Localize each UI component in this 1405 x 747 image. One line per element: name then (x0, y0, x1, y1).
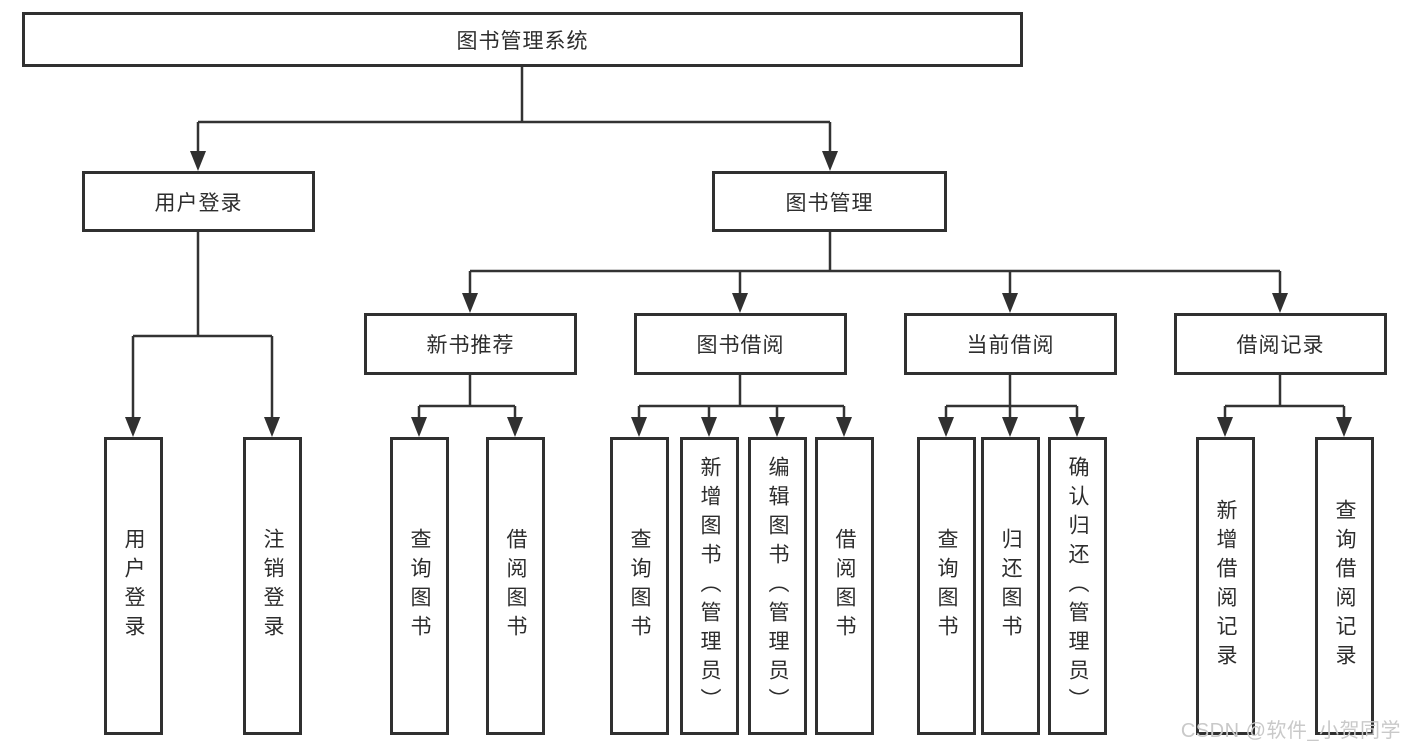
leaf-label: 确认归还（管理员） (1066, 455, 1089, 717)
leaf-borrow-query: 查询图书 (610, 437, 669, 735)
leaf-label: 借阅图书 (833, 528, 856, 644)
csdn-watermark: CSDN @软件_小贺同学 (1180, 720, 1401, 742)
arrowhead (701, 417, 717, 437)
leaf-label: 借阅图书 (504, 528, 527, 644)
leaf-label: 用户登录 (122, 528, 145, 644)
node-borrow-record: 借阅记录 (1174, 313, 1387, 375)
arrowhead (1002, 293, 1018, 313)
leaf-label: 查询图书 (408, 528, 431, 644)
connector-bookmgmt-to-level3 (468, 232, 1282, 297)
arrowhead (1336, 417, 1352, 437)
node-root: 图书管理系统 (22, 12, 1023, 67)
leaf-query-record: 查询借阅记录 (1315, 437, 1374, 735)
leaf-label: 查询图书 (935, 528, 958, 644)
arrowhead (462, 293, 478, 313)
connector-bookborrow-to-leaves (637, 375, 846, 421)
arrowhead (938, 417, 954, 437)
arrowhead (631, 417, 647, 437)
arrowhead (264, 417, 280, 437)
arrowhead (190, 151, 206, 171)
arrowhead (1002, 417, 1018, 437)
leaf-label: 编辑图书（管理员） (766, 455, 789, 717)
arrowhead (1069, 417, 1085, 437)
arrowhead (507, 417, 523, 437)
node-book-management: 图书管理 (712, 171, 947, 232)
arrowhead (125, 417, 141, 437)
leaf-borrow-edit-admin: 编辑图书（管理员） (748, 437, 807, 735)
leaf-confirm-return-admin: 确认归还（管理员） (1048, 437, 1107, 735)
connector-root-to-level2 (196, 67, 832, 155)
leaf-newbooks-borrow: 借阅图书 (486, 437, 545, 735)
connector-newbooks-to-leaves (417, 375, 517, 421)
node-book-borrow: 图书借阅 (634, 313, 847, 375)
node-user-login: 用户登录 (82, 171, 315, 232)
leaf-borrow-book: 借阅图书 (815, 437, 874, 735)
node-new-book-recommend: 新书推荐 (364, 313, 577, 375)
leaf-borrow-add-admin: 新增图书（管理员） (680, 437, 739, 735)
leaf-newbooks-query: 查询图书 (390, 437, 449, 735)
connector-currentborrow-to-leaves (944, 375, 1079, 421)
arrowhead (836, 417, 852, 437)
leaf-user-login: 用户登录 (104, 437, 163, 735)
leaf-label: 注销登录 (261, 528, 284, 644)
arrowhead (769, 417, 785, 437)
connector-records-to-leaves (1223, 375, 1346, 421)
connector-userlogin-to-leaves (131, 232, 274, 421)
leaf-label: 新增图书（管理员） (698, 455, 721, 717)
leaf-add-record: 新增借阅记录 (1196, 437, 1255, 735)
leaf-label: 查询图书 (628, 528, 651, 644)
leaf-current-query: 查询图书 (917, 437, 976, 735)
leaf-logout: 注销登录 (243, 437, 302, 735)
leaf-label: 查询借阅记录 (1333, 499, 1356, 673)
arrowhead (411, 417, 427, 437)
arrowhead (1272, 293, 1288, 313)
arrowhead (732, 293, 748, 313)
leaf-label: 新增借阅记录 (1214, 499, 1237, 673)
arrowhead (822, 151, 838, 171)
arrowhead (1217, 417, 1233, 437)
leaf-label: 归还图书 (999, 528, 1022, 644)
node-current-borrow: 当前借阅 (904, 313, 1117, 375)
leaf-return-book: 归还图书 (981, 437, 1040, 735)
